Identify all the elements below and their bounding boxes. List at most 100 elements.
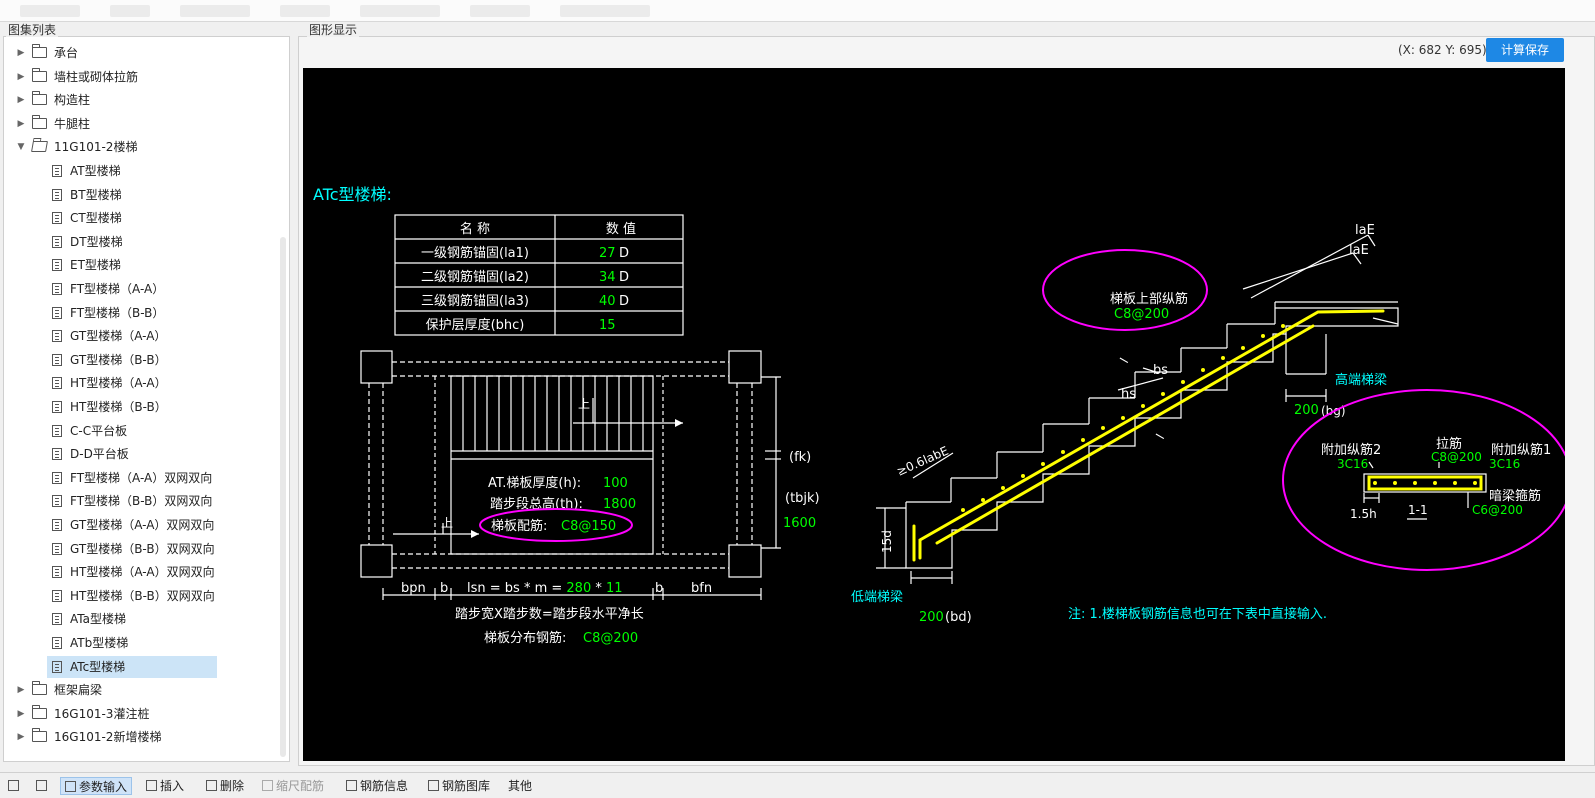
tb-delete[interactable]: 删除 xyxy=(206,777,244,795)
tb-rebar-info[interactable]: 钢筋信息 xyxy=(346,777,408,795)
chevron-right-icon[interactable]: ▶ xyxy=(17,95,25,105)
chevron-right-icon[interactable]: ▶ xyxy=(17,72,25,82)
tree-scrollbar[interactable] xyxy=(280,237,286,757)
chevron-right-icon[interactable]: ▶ xyxy=(17,48,25,58)
table-row-value[interactable]: 15 xyxy=(599,318,616,333)
tb-rebar-library[interactable]: 钢筋图库 xyxy=(428,777,490,795)
drawing-title: ATc型楼梯: xyxy=(313,185,392,204)
low-beam-label: 低端梯梁 xyxy=(851,590,903,605)
tree-leaf-item[interactable]: ATc型楼梯 xyxy=(47,656,217,678)
stirrup-value[interactable]: C6@200 xyxy=(1472,503,1523,517)
tree-folder-item[interactable]: ▶框架扁梁 xyxy=(4,679,274,701)
tree-leaf-item[interactable]: ATb型楼梯 xyxy=(4,632,274,654)
toolbar-ghost xyxy=(470,5,530,17)
tree-item-label: ET型楼梯 xyxy=(70,258,121,272)
top-rebar-value[interactable]: C8@200 xyxy=(1114,307,1169,322)
highlight-ellipse xyxy=(1282,389,1565,571)
tree-item-label: GT型楼梯（A-A） xyxy=(70,329,167,343)
tree-leaf-item[interactable]: HT型楼梯（B-B） xyxy=(4,396,274,418)
tree-leaf-item[interactable]: DT型楼梯 xyxy=(4,231,274,253)
tree-leaf-item[interactable]: BT型楼梯 xyxy=(4,184,274,206)
tree-leaf-item[interactable]: FT型楼梯（A-A）双网双向 xyxy=(4,467,274,489)
add1-label: 附加纵筋1 xyxy=(1491,442,1551,458)
tree-folder-item[interactable]: ▶构造柱 xyxy=(4,89,274,111)
folder-icon xyxy=(32,68,47,82)
chevron-right-icon[interactable]: ▶ xyxy=(17,685,25,695)
tie-label: 拉筋 xyxy=(1436,436,1462,452)
library-icon xyxy=(428,780,439,791)
table-row-value[interactable]: 27 xyxy=(599,246,616,261)
stair-drawing: ATc型楼梯: 名 称 数 值 一级钢筋锚固(la1) 27 D 二级钢筋锚固(… xyxy=(313,185,1565,646)
tree-leaf-item[interactable]: C-C平台板 xyxy=(4,420,274,442)
tb-small-icon[interactable] xyxy=(8,777,22,795)
tree-folder-item[interactable]: ▶ 16G101-3灌注桩 xyxy=(4,703,274,725)
tree-leaf-item[interactable]: ATa型楼梯 xyxy=(4,608,274,630)
plan-height-label: 踏步段总高(th): xyxy=(490,496,583,512)
tree-leaf-item[interactable]: HT型楼梯（B-B）双网双向 xyxy=(4,585,274,607)
document-icon xyxy=(52,259,62,271)
tb-param-input[interactable]: 参数输入 xyxy=(60,777,133,795)
tb-other[interactable]: 其他 xyxy=(508,779,533,793)
toolbar-ghost xyxy=(20,5,80,17)
square-icon xyxy=(36,780,47,791)
folder-open-icon xyxy=(31,141,48,152)
tb-small-icon[interactable] xyxy=(36,777,50,795)
d15-label: 15d xyxy=(880,530,894,553)
tree-leaf-item[interactable]: HT型楼梯（A-A）双网双向 xyxy=(4,561,274,583)
section-hs: hs xyxy=(1121,387,1136,402)
tie-value[interactable]: C8@200 xyxy=(1431,450,1482,464)
bg-value[interactable]: 200 xyxy=(1294,403,1319,418)
scale-icon xyxy=(262,780,273,791)
tb-insert[interactable]: 插入 xyxy=(146,777,184,795)
chevron-down-icon[interactable]: ▼ xyxy=(17,142,25,152)
tree-leaf-item[interactable]: HT型楼梯（A-A） xyxy=(4,372,274,394)
toolbar-ghost xyxy=(180,5,250,17)
tree-folder-item[interactable]: ▶ 16G101-2新增楼梯 xyxy=(4,726,274,748)
tree-leaf-item[interactable]: FT型楼梯（B-B） xyxy=(4,302,274,324)
tree-leaf-item[interactable]: CT型楼梯 xyxy=(4,207,274,229)
plan-thickness-value[interactable]: 100 xyxy=(603,476,628,491)
document-icon xyxy=(52,401,62,413)
tree-leaf-item[interactable]: FT型楼梯（A-A） xyxy=(4,278,274,300)
highlight-ellipse xyxy=(479,508,633,542)
chevron-right-icon[interactable]: ▶ xyxy=(17,119,25,129)
tree-leaf-item[interactable]: ET型楼梯 xyxy=(4,254,274,276)
stair-plan-view xyxy=(360,350,781,600)
plan-tbjk-value[interactable]: 1600 xyxy=(783,516,816,531)
tree-folder-item[interactable]: ▼11G101-2楼梯 xyxy=(4,136,274,158)
tree-leaf-item[interactable]: GT型楼梯（A-A） xyxy=(4,325,274,347)
tree-leaf-item[interactable]: GT型楼梯（A-A）双网双向 xyxy=(4,514,274,536)
toolbar-ghost xyxy=(110,5,150,17)
tree-leaf-item[interactable]: FT型楼梯（B-B）双网双向 xyxy=(4,490,274,512)
add2-value[interactable]: 3C16 xyxy=(1337,457,1368,471)
table-row-value[interactable]: 40 xyxy=(599,294,616,309)
chevron-right-icon[interactable]: ▶ xyxy=(17,732,25,742)
tree-leaf-item[interactable]: GT型楼梯（B-B） xyxy=(4,349,274,371)
plan-rebar-value[interactable]: C8@150 xyxy=(561,519,616,534)
tree-item-label: 16G101-3灌注桩 xyxy=(54,707,150,721)
tree-folder-item[interactable]: ▶墙柱或砌体拉筋 xyxy=(4,66,274,88)
tree-leaf-item[interactable]: AT型楼梯 xyxy=(4,160,274,182)
bd-value[interactable]: 200 xyxy=(919,610,944,625)
tree-leaf-item[interactable]: GT型楼梯（B-B）双网双向 xyxy=(4,538,274,560)
document-icon xyxy=(52,448,62,460)
section-lae-2: laE xyxy=(1349,243,1369,258)
tree-item-label: 16G101-2新增楼梯 xyxy=(54,730,162,744)
calculate-save-button[interactable]: 计算保存 xyxy=(1486,38,1564,62)
table-row-unit: D xyxy=(619,294,629,309)
tree-item-label: FT型楼梯（B-B）双网双向 xyxy=(70,494,213,508)
tree-folder-item[interactable]: ▶承台 xyxy=(4,42,274,64)
plan-height-value[interactable]: 1800 xyxy=(603,497,636,512)
tree-item-label: GT型楼梯（A-A）双网双向 xyxy=(70,518,215,532)
plan-dist-value[interactable]: C8@200 xyxy=(583,631,638,646)
table-header-name: 名 称 xyxy=(460,221,490,237)
square-icon xyxy=(8,780,19,791)
tree-folder-item[interactable]: ▶牛腿柱 xyxy=(4,113,274,135)
add1-value[interactable]: 3C16 xyxy=(1489,457,1520,471)
tb-scale-rebar[interactable]: 缩尺配筋 xyxy=(262,777,324,795)
drawing-canvas[interactable]: ATc型楼梯: 名 称 数 值 一级钢筋锚固(la1) 27 D 二级钢筋锚固(… xyxy=(303,68,1565,761)
chevron-right-icon[interactable]: ▶ xyxy=(17,709,25,719)
table-row-value[interactable]: 34 xyxy=(599,270,616,285)
coordinate-readout: (X: 682 Y: 695) xyxy=(1398,43,1487,57)
tree-leaf-item[interactable]: D-D平台板 xyxy=(4,443,274,465)
